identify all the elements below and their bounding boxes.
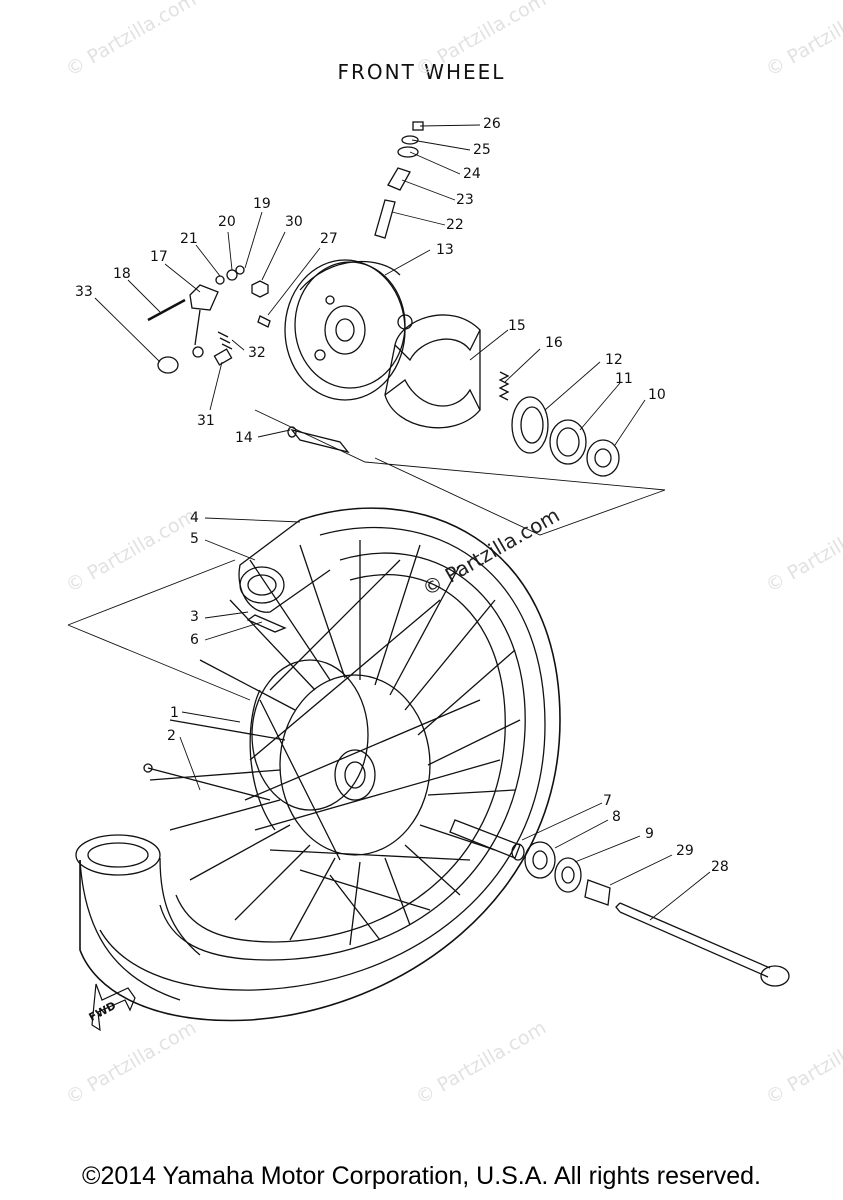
callout-15: 15 bbox=[508, 318, 526, 334]
callout-20: 20 bbox=[218, 214, 236, 230]
callout-26: 26 bbox=[483, 116, 501, 132]
callout-12: 12 bbox=[605, 352, 623, 368]
callout-7: 7 bbox=[603, 793, 612, 809]
callout-5: 5 bbox=[190, 531, 199, 547]
copyright-notice: ©2014 Yamaha Motor Corporation, U.S.A. A… bbox=[82, 1162, 761, 1190]
callout-31: 31 bbox=[197, 413, 215, 429]
callout-4: 4 bbox=[190, 510, 199, 526]
callout-11: 11 bbox=[615, 371, 633, 387]
spring bbox=[498, 371, 510, 401]
callout-24: 24 bbox=[463, 166, 481, 182]
leader-lines bbox=[94, 124, 711, 921]
callout-8: 8 bbox=[612, 809, 621, 825]
callout-9: 9 bbox=[645, 826, 654, 842]
callout-17: 17 bbox=[150, 249, 168, 265]
gear bbox=[511, 396, 549, 454]
guide-lines bbox=[67, 409, 666, 701]
callout-14: 14 bbox=[235, 430, 253, 446]
bearing bbox=[586, 439, 620, 477]
callout-21: 21 bbox=[180, 231, 198, 247]
callout-2: 2 bbox=[167, 728, 176, 744]
callout-3: 3 bbox=[190, 609, 199, 625]
oil-seal bbox=[549, 419, 587, 465]
callout-23: 23 bbox=[456, 192, 474, 208]
fwd-arrow bbox=[91, 983, 136, 1032]
callout-32: 32 bbox=[248, 345, 266, 361]
callout-25: 25 bbox=[473, 142, 491, 158]
callout-28: 28 bbox=[711, 859, 729, 875]
diagram-title: FRONT WHEEL bbox=[337, 60, 506, 84]
callout-33: 33 bbox=[75, 284, 93, 300]
callout-16: 16 bbox=[545, 335, 563, 351]
callout-10: 10 bbox=[648, 387, 666, 403]
callout-13: 13 bbox=[436, 242, 454, 258]
callout-30: 30 bbox=[285, 214, 303, 230]
callout-22: 22 bbox=[446, 217, 464, 233]
callout-27: 27 bbox=[320, 231, 338, 247]
callout-6: 6 bbox=[190, 632, 199, 648]
callout-19: 19 bbox=[253, 196, 271, 212]
speedometer-drive bbox=[374, 121, 424, 239]
brake-shoes bbox=[384, 314, 481, 429]
axle-parts bbox=[449, 819, 790, 987]
callout-29: 29 bbox=[676, 843, 694, 859]
camshaft bbox=[290, 428, 350, 454]
wheel-assembly bbox=[75, 507, 561, 1022]
callout-18: 18 bbox=[113, 266, 131, 282]
callout-1: 1 bbox=[170, 705, 179, 721]
brake-plate bbox=[284, 259, 413, 401]
brake-lever-parts bbox=[147, 265, 271, 374]
